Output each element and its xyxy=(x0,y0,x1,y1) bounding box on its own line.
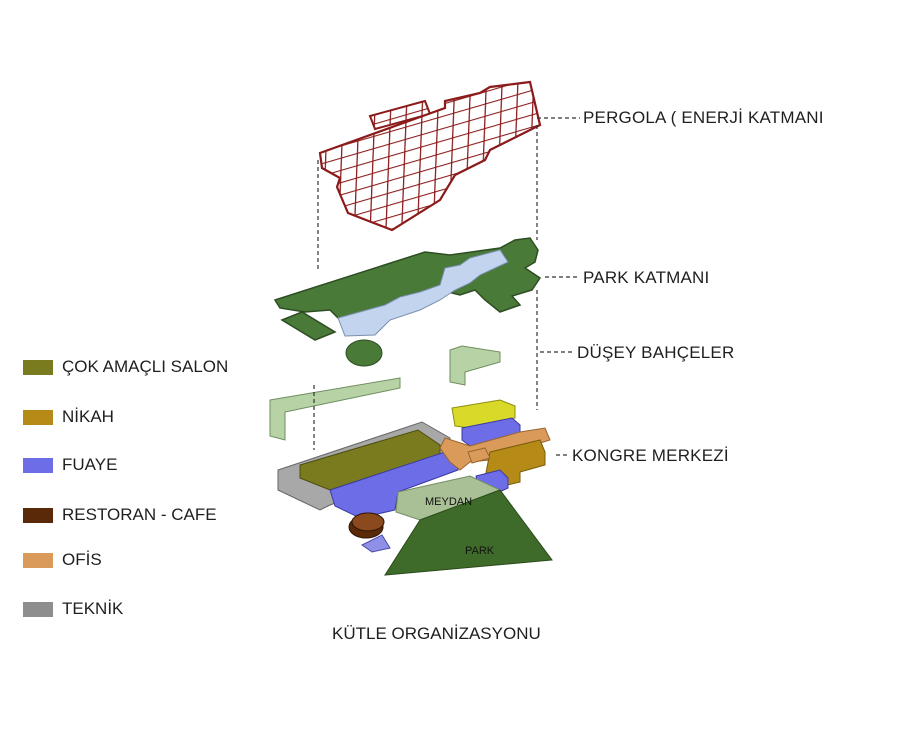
restoran-cylinder-top xyxy=(351,512,385,532)
ofis-small xyxy=(467,447,491,464)
park-ground xyxy=(384,489,553,576)
garden-wall-left xyxy=(269,377,401,441)
garden-wall-right xyxy=(449,345,501,386)
park-small-strip xyxy=(280,311,337,341)
legend-label-salon: ÇOK AMAÇLI SALON xyxy=(62,357,229,376)
legend-swatch-teknik xyxy=(23,602,53,617)
dusey-bahceler-label: DÜŞEY BAHÇELER xyxy=(577,343,735,362)
park-layer xyxy=(273,237,542,341)
pergola-label: PERGOLA ( ENERJİ KATMANI xyxy=(583,108,824,127)
park-blue-path xyxy=(337,249,509,337)
fuaye-entrance xyxy=(361,534,391,553)
legend-swatch-ofis xyxy=(23,553,53,568)
pergola-main-grid xyxy=(318,80,542,232)
legend-label-restoran: RESTORAN - CAFE xyxy=(62,505,217,524)
site-layer: MEYDAN PARK xyxy=(348,475,553,576)
legend-swatch-nikah xyxy=(23,410,53,425)
legend-label-ofis: OFİS xyxy=(62,550,102,569)
kongre-layer xyxy=(277,399,551,519)
legend-swatch-salon xyxy=(23,360,53,375)
vertical-gardens-layer xyxy=(269,339,501,441)
park-layer-label: PARK KATMANI xyxy=(583,268,710,287)
legend-swatch-restoran xyxy=(23,508,53,523)
legend-label-fuaye: FUAYE xyxy=(62,455,118,474)
legend-swatch-fuaye xyxy=(23,458,53,473)
diagram-caption: KÜTLE ORGANİZASYONU xyxy=(332,624,541,643)
garden-oval xyxy=(345,339,383,367)
park-label: PARK xyxy=(465,545,495,557)
legend-label-nikah: NİKAH xyxy=(62,407,114,426)
pergola-layer xyxy=(318,80,542,232)
guide-lines xyxy=(313,117,580,456)
legend-label-teknik: TEKNİK xyxy=(62,599,124,618)
kongre-merkezi-label: KONGRE MERKEZİ xyxy=(572,446,729,465)
meydan-label: MEYDAN xyxy=(425,496,472,508)
